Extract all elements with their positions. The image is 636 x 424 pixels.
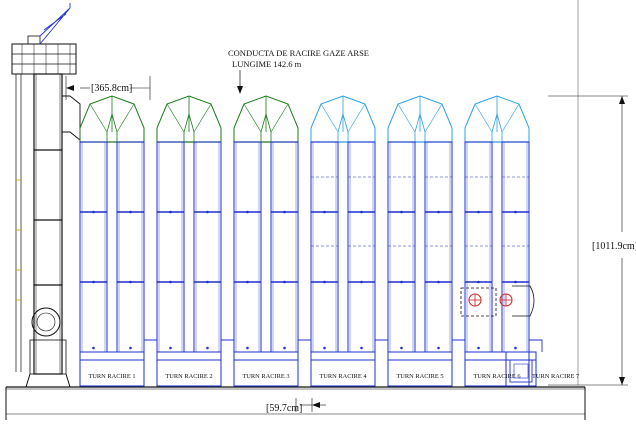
tower-label-7: TURN RACIRE 7 xyxy=(532,373,580,380)
tower-label-4: TURN RACIRE 4 xyxy=(319,373,367,380)
link-pipe-6 xyxy=(528,339,543,352)
tower-4: TURN RACIRE 4 xyxy=(310,95,376,387)
inlet-duct xyxy=(62,95,81,141)
height-label: [1011.9cm] xyxy=(592,241,636,252)
tower-2: TURN RACIRE 2 xyxy=(156,95,222,387)
link-pipe-3 xyxy=(297,339,312,352)
tower-7: TURN RACIRE 7 xyxy=(505,351,580,387)
tower-3: TURN RACIRE 3 xyxy=(233,95,299,387)
chimney-stack xyxy=(11,3,77,388)
bottom-gap-label: [59.7cm] xyxy=(266,403,302,414)
tower-label-2: TURN RACIRE 2 xyxy=(165,373,212,380)
annotation-line-2: LUNGIME 142.6 m xyxy=(232,59,302,69)
dimension-bottom-gap: [59.7cm] xyxy=(266,398,326,414)
tower-label-5: TURN RACIRE 5 xyxy=(396,373,443,380)
tower-label-1: TURN RACIRE 1 xyxy=(88,373,135,380)
link-pipe-4 xyxy=(374,339,389,352)
link-pipe-2 xyxy=(220,339,235,352)
ladder-rungs xyxy=(16,179,21,301)
tower-label-6: TURN RACIRE 6 xyxy=(473,373,520,380)
dimension-height: [1011.9cm] xyxy=(548,0,636,386)
tower-label-3: TURN RACIRE 3 xyxy=(242,373,289,380)
tower-1: TURN RACIRE 1 xyxy=(79,95,145,387)
top-offset-label: [365.8cm] xyxy=(91,83,132,94)
annotation-line-1: CONDUCTA DE RACIRE GAZE ARSE xyxy=(228,48,369,58)
duct-annotation: CONDUCTA DE RACIRE GAZE ARSE LUNGIME 142… xyxy=(228,48,369,94)
link-pipe-5 xyxy=(451,339,466,352)
tower-6: TURN RACIRE 6 xyxy=(460,95,535,387)
foundation xyxy=(5,386,586,420)
cooling-towers: TURN RACIRE 1 TURN RACIRE 2 TURN RACIRE 3 T… xyxy=(79,95,580,387)
link-pipe-1 xyxy=(143,339,158,352)
tower-5: TURN RACIRE 5 xyxy=(387,95,453,387)
dimension-top-offset: [365.8cm] xyxy=(65,76,151,100)
